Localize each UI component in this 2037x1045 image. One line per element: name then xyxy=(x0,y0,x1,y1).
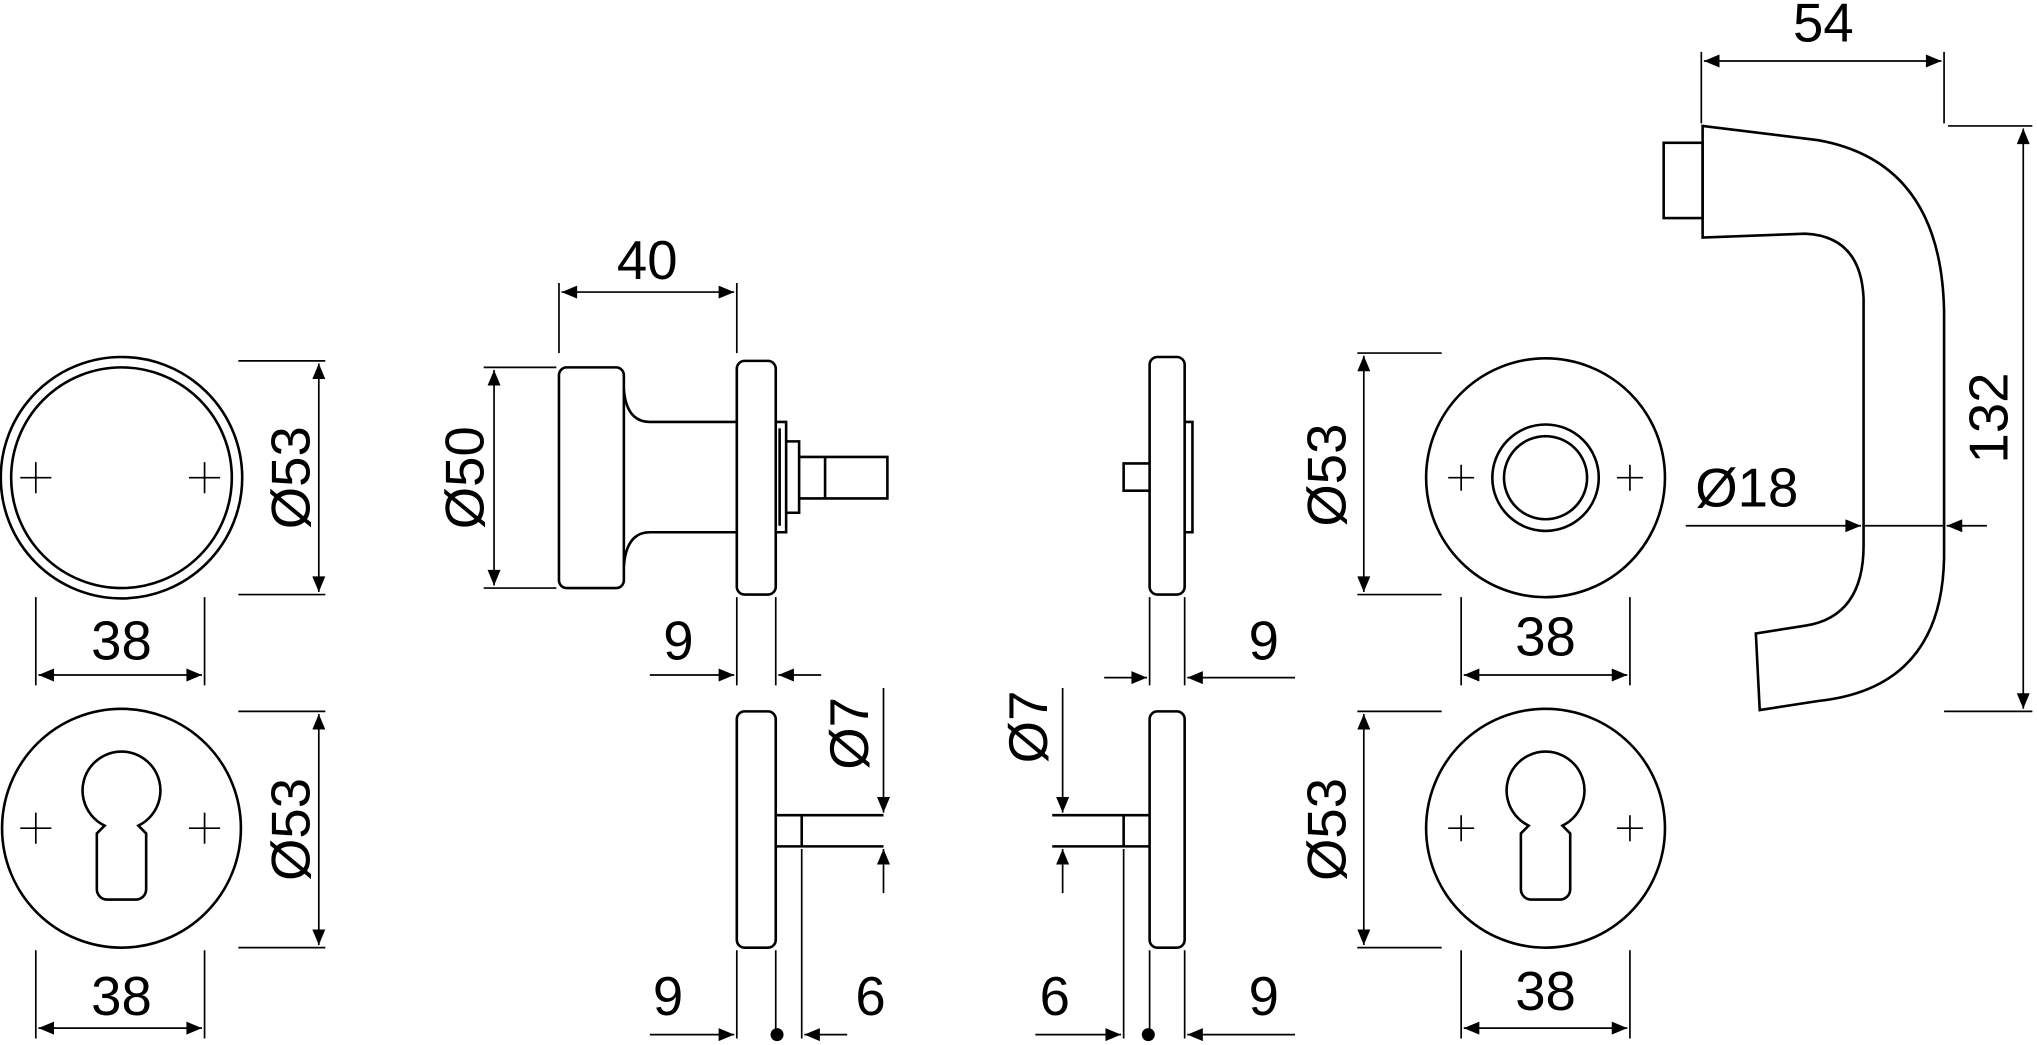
dim-diameter: Ø53 xyxy=(261,426,322,529)
dim-thickness: 9 xyxy=(1249,610,1279,671)
dim-diameter: Ø53 xyxy=(1297,778,1358,881)
dim-width: 38 xyxy=(91,966,152,1027)
dim-diameter: Ø18 xyxy=(1695,457,1798,518)
dim-width: 38 xyxy=(91,610,152,671)
spindle-right-view: Ø7 6 9 xyxy=(998,688,1296,1042)
dim-diameter: Ø53 xyxy=(261,778,322,881)
dim-diameter: Ø53 xyxy=(1297,424,1358,527)
rosette-round-top-left: Ø53 38 xyxy=(0,355,326,686)
rosette-knob-right: Ø53 38 xyxy=(1297,352,1667,686)
dim-width: 38 xyxy=(1515,607,1576,668)
spindle-left-view: Ø7 9 6 xyxy=(649,688,890,1042)
screw-mark-icon xyxy=(20,462,221,494)
rosette-cylinder-right: Ø53 38 xyxy=(1297,707,1667,1039)
dim-projection: 54 xyxy=(1793,0,1854,54)
dim-width: 38 xyxy=(1515,961,1576,1022)
lever-handle-side-view: 54 132 Ø18 xyxy=(1662,0,2033,713)
dim-diameter: Ø7 xyxy=(998,691,1059,764)
dim-thickness: 9 xyxy=(1249,966,1279,1027)
dim-thickness: 9 xyxy=(653,966,683,1027)
dim-diameter: Ø50 xyxy=(435,426,496,529)
dim-length: 40 xyxy=(617,230,678,291)
plate-side-view: 9 xyxy=(1104,355,1296,686)
dim-offset: 6 xyxy=(855,966,885,1027)
dim-diameter: Ø7 xyxy=(819,697,880,770)
dim-length: 132 xyxy=(1959,373,2020,464)
rosette-cylinder-left: Ø53 38 xyxy=(0,707,326,1039)
knob-side-view: 40 Ø50 9 xyxy=(435,230,889,686)
dim-offset: 6 xyxy=(1040,966,1070,1027)
dim-thickness: 9 xyxy=(663,610,693,671)
